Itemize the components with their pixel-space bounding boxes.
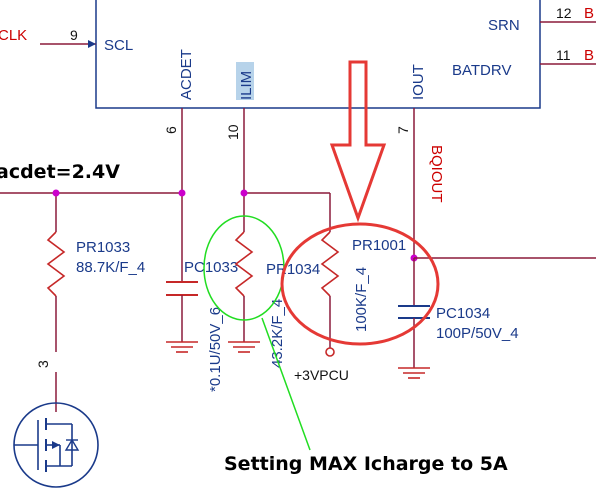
scl-pin: CLK 9 SCL	[0, 27, 133, 54]
red-highlight-ellipse	[280, 222, 440, 346]
pr1033-value: 88.7K/F_4	[76, 259, 145, 276]
srn-net-label: B	[584, 5, 594, 22]
batdrv-pin-label: BATDRV	[452, 62, 511, 79]
q-pin-number: 3	[35, 360, 51, 368]
srn-pin-number: 12	[556, 5, 572, 21]
pr1033-ref: PR1033	[76, 239, 130, 256]
mosfet-symbol	[13, 402, 99, 488]
acdet-pin-label: ACDET	[178, 49, 195, 100]
iout-pin-number: 7	[395, 126, 411, 134]
ilim-highlight	[236, 62, 254, 100]
pr1034-resistor: PR1034 43.2K/F_4	[228, 231, 320, 368]
acdet-pin-number: 6	[163, 126, 179, 134]
pr1034-value: 43.2K/F_4	[269, 299, 286, 368]
junction-node	[240, 189, 248, 197]
red-down-arrow	[329, 60, 387, 223]
pr1001-resistor: PR1001 100K/F_4 +3VPCU	[294, 231, 406, 383]
scl-pin-number: 9	[70, 27, 78, 43]
ic-body	[95, 0, 541, 109]
vpcu-net-label: +3VPCU	[294, 367, 349, 383]
green-pointer-line	[261, 317, 311, 451]
ilim-pin-label: ILIM	[238, 71, 255, 100]
vpcu-terminal	[325, 347, 335, 357]
pc1034-value: 100P/50V_4	[436, 325, 519, 342]
ilim-pin-number: 10	[225, 124, 241, 140]
pc1034-capacitor: PC1034 100P/50V_4	[398, 305, 519, 379]
pr1034-ref: PR1034	[266, 261, 320, 278]
batdrv-pin: BATDRV 11 B	[452, 47, 596, 79]
acdet-voltage-annotation: acdet=2.4V	[0, 161, 120, 183]
bqiout-net-label: BQIOUT	[428, 145, 445, 203]
iout-pin-label: IOUT	[410, 64, 427, 100]
pc1034-ref: PC1034	[436, 305, 490, 322]
batdrv-pin-number: 11	[556, 47, 571, 63]
scl-pin-label: SCL	[104, 37, 133, 54]
pr1033-resistor: PR1033 88.7K/F_4 3	[35, 231, 145, 412]
sclk-net-label: CLK	[0, 27, 27, 44]
srn-pin: SRN 12 B	[488, 5, 596, 34]
icharge-note: Setting MAX Icharge to 5A	[224, 453, 508, 475]
pc1033-capacitor: PC1033 *0.1U/50V_6	[166, 259, 238, 392]
batdrv-net-label: B	[584, 47, 594, 64]
pc1033-ref: PC1033	[184, 259, 238, 276]
pr1001-ref: PR1001	[352, 237, 406, 254]
pc1033-value: *0.1U/50V_6	[207, 307, 224, 392]
srn-pin-label: SRN	[488, 17, 520, 34]
junction-node	[178, 189, 186, 197]
pr1001-value: 100K/F_4	[353, 267, 370, 332]
junction-node	[52, 189, 60, 197]
